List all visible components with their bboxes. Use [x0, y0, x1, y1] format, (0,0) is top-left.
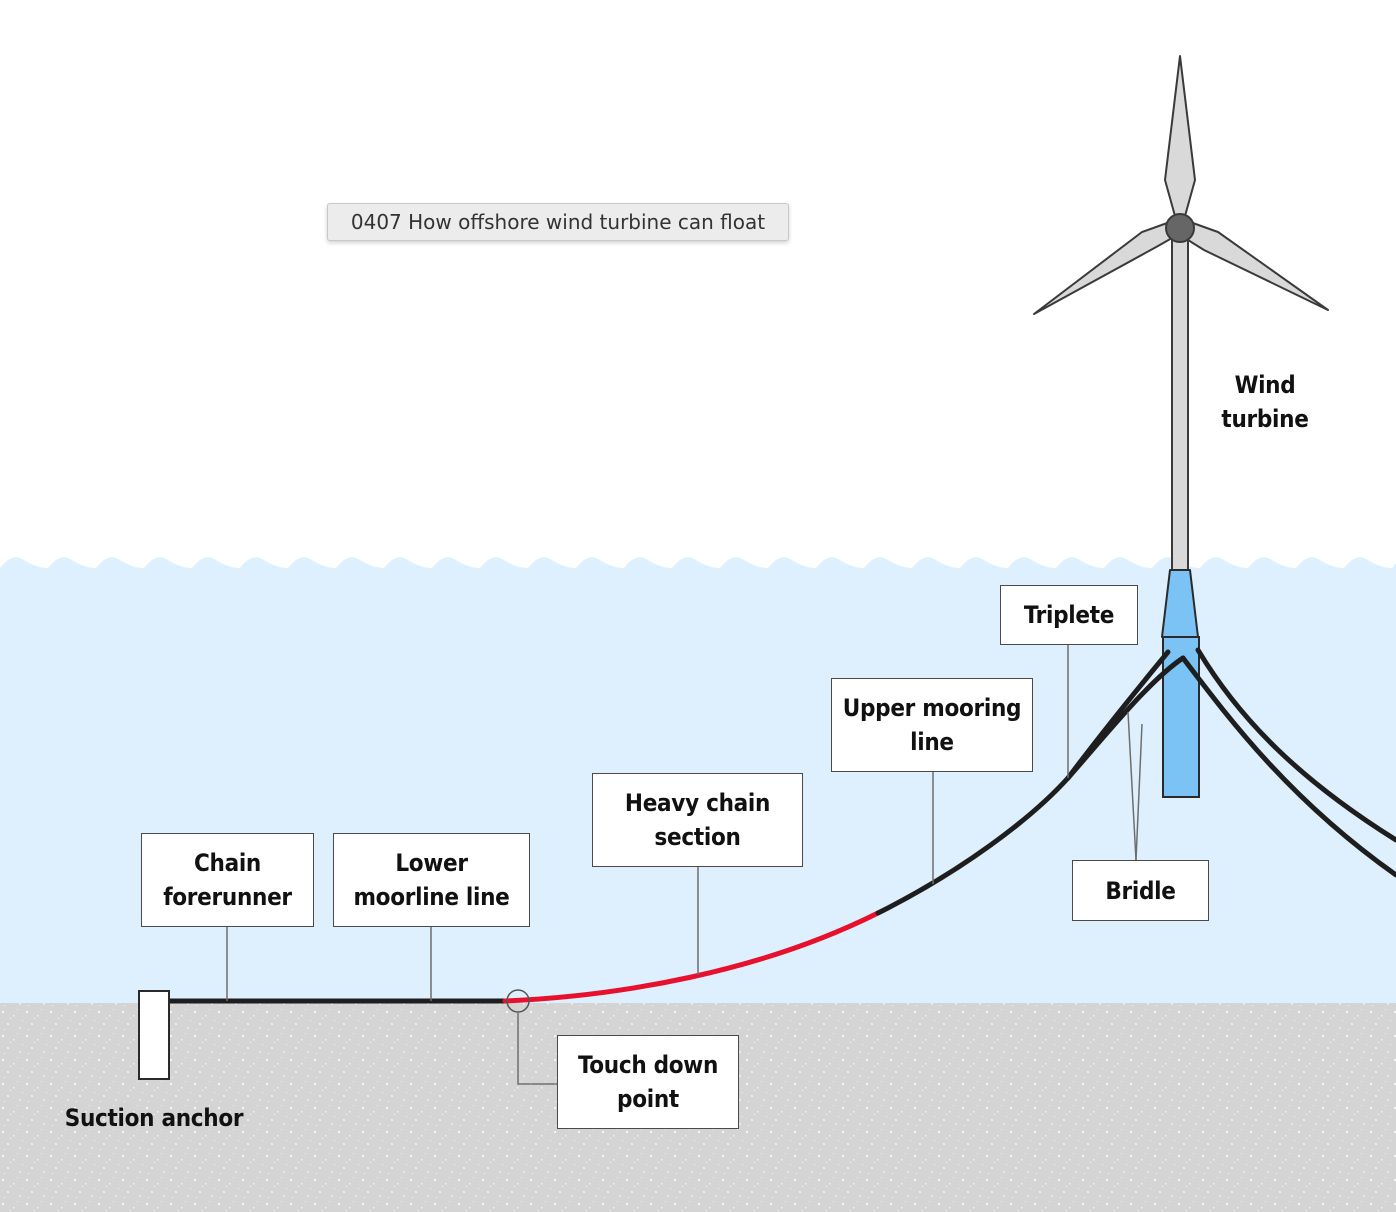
mooring-system	[165, 647, 1396, 1004]
turbine-tower	[1171, 231, 1189, 573]
label-heavy-chain-section: Heavy chain section	[592, 773, 803, 867]
label-upper-mooring-line: Upper mooring line	[831, 678, 1033, 772]
label-wind-turbine: Wind turbine	[1221, 371, 1309, 433]
label-touch-down-point: Touch down point	[557, 1035, 739, 1129]
label-chain-forerunner: Chain forerunner	[141, 833, 314, 927]
label-suction-anchor: Suction anchor	[64, 1104, 244, 1132]
touch-down-marker	[506, 989, 530, 1013]
turbine-blade-right	[1187, 221, 1329, 311]
upper-mooring-line	[875, 775, 1071, 916]
label-triplete: Triplete	[1000, 585, 1138, 645]
turbine-hub	[1165, 213, 1195, 243]
wind-turbine	[1033, 55, 1329, 573]
bridle-right-lower	[1195, 647, 1396, 843]
leader-lines	[226, 645, 1143, 1085]
label-lower-moorline-line: Lower moorline line	[333, 833, 530, 927]
tooltip: 0407 How offshore wind turbine can float	[327, 203, 789, 241]
spar-float	[1161, 569, 1200, 798]
suction-anchor	[138, 990, 170, 1080]
bridle-left-lower	[1065, 649, 1171, 781]
turbine-blade-left	[1033, 221, 1173, 315]
turbine-blade-top	[1164, 55, 1196, 217]
label-bridle: Bridle	[1072, 860, 1209, 921]
bridle-right-upper	[1180, 655, 1396, 878]
heavy-chain-line	[502, 910, 881, 1004]
